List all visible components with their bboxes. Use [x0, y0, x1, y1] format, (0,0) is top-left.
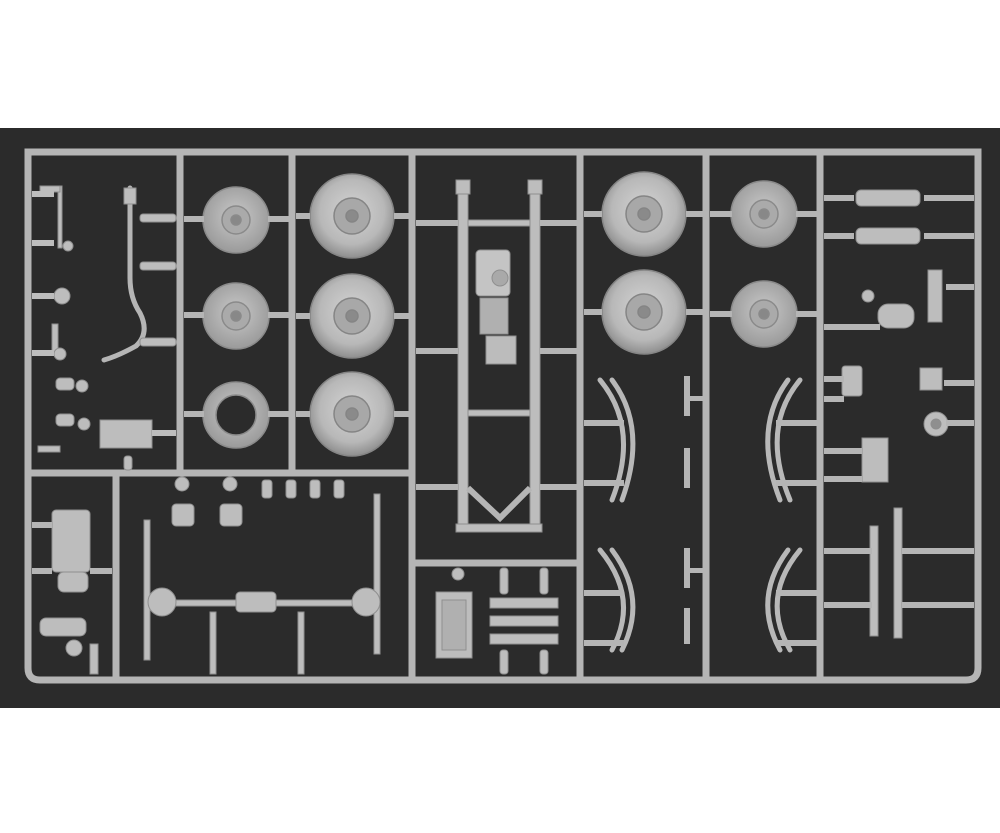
tire-gates-right [584, 211, 704, 315]
axle-assembly [143, 476, 381, 675]
chassis-frame [455, 179, 543, 533]
small-parts-left [32, 185, 91, 453]
engine-block [39, 509, 99, 675]
chassis-gates [416, 220, 578, 490]
right-column-parts [841, 189, 949, 639]
wheel-hubs-right [730, 180, 798, 348]
sprue-photo [0, 128, 1000, 708]
spring-gates [584, 376, 818, 646]
engine-gates [32, 522, 112, 574]
sprue-illustration [24, 148, 982, 684]
hub-gates-col2 [184, 216, 290, 417]
right-column-gates [824, 195, 974, 608]
tires-col3 [309, 173, 395, 457]
tires-right [601, 171, 687, 355]
exhaust-gates [99, 187, 177, 471]
radiator-and-seat [435, 567, 559, 675]
sprue-frame [24, 148, 982, 684]
exhaust-pipe [101, 185, 147, 363]
tire-gates-col3 [296, 213, 410, 417]
wheel-hubs-col2 [202, 186, 270, 449]
hub-gates-right [710, 211, 818, 317]
leaf-springs [597, 377, 803, 653]
